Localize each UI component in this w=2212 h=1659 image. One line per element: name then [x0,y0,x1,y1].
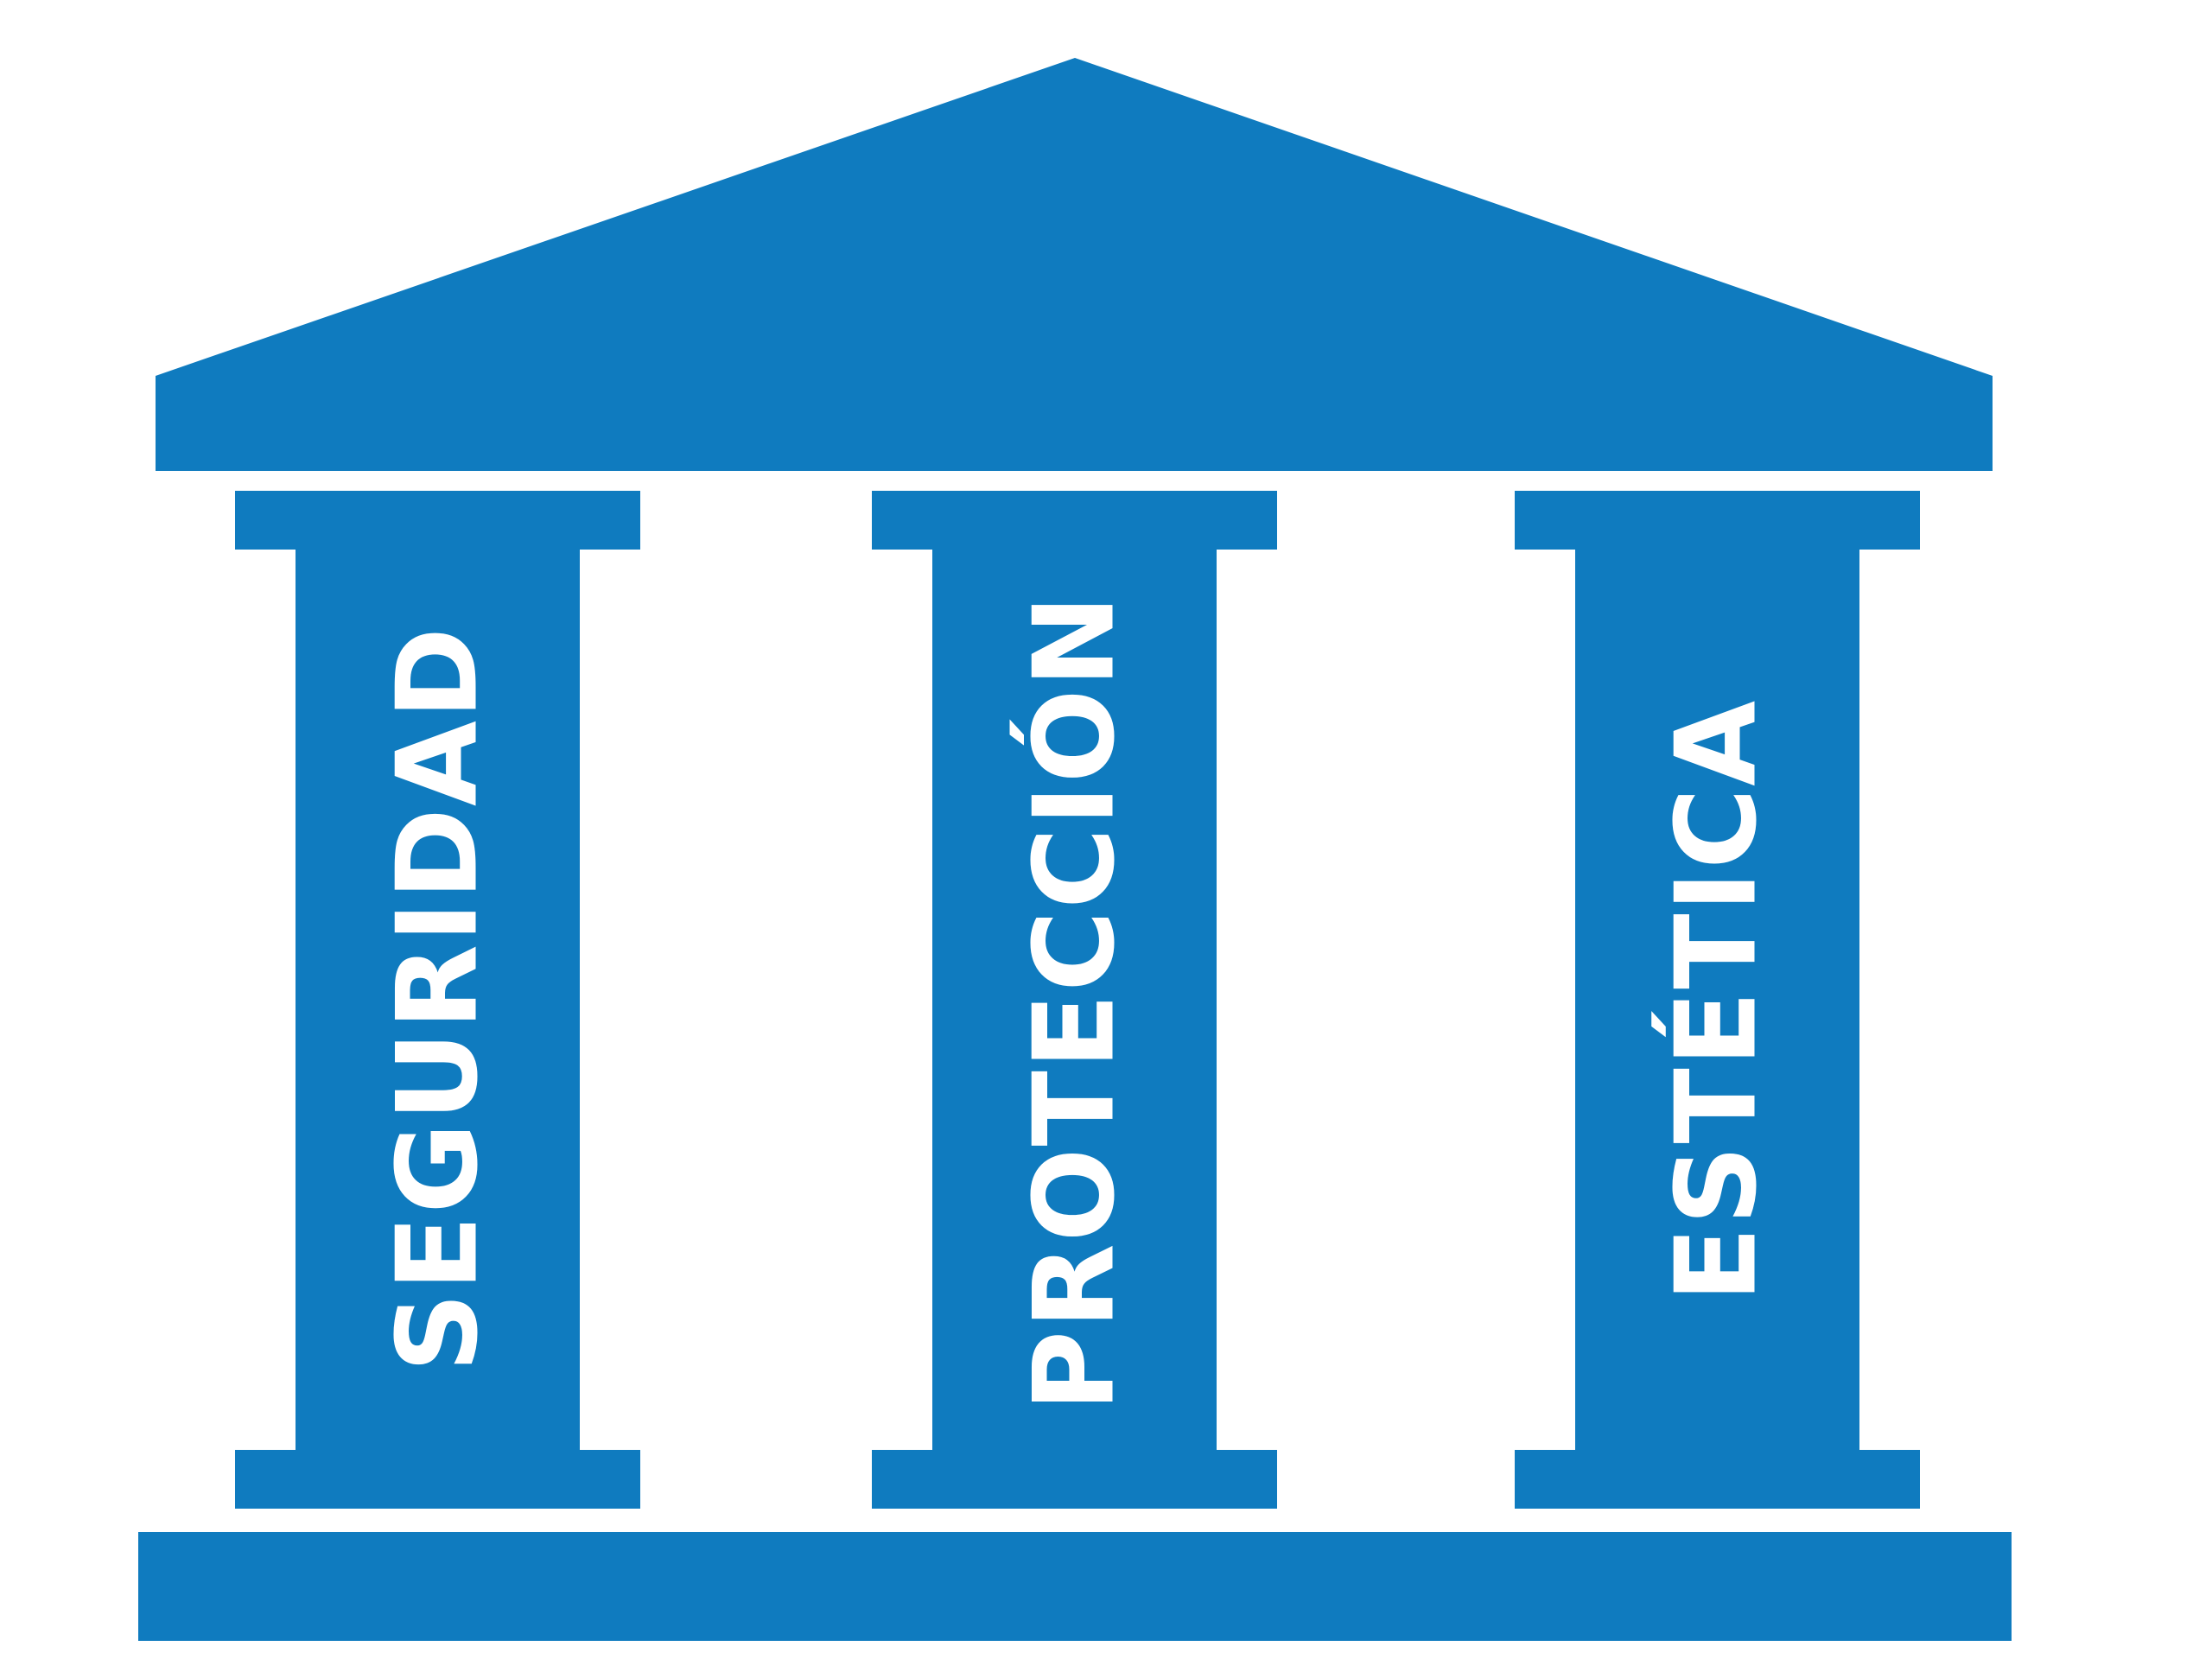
pillar-seguridad: SEGURIDAD [235,491,640,1509]
pillar-capital [235,491,640,550]
pillar-capital [872,491,1277,550]
pillar-label-estetica: ESTÉTICA [1652,699,1782,1302]
pillar-shaft [1575,550,1859,1452]
pillar-label-seguridad: SEGURIDAD [374,626,503,1372]
pillar-base [235,1450,640,1509]
pillar-label-proteccion: PROTECCIÓN [1010,593,1140,1411]
pillar-shaft [296,550,580,1452]
pillar-capital [1515,491,1920,550]
pillar-base [872,1450,1277,1509]
pillar-base [1515,1450,1920,1509]
pillar-estetica: ESTÉTICA [1515,491,1920,1509]
temple-foundation [138,1532,2012,1641]
pillar-proteccion: PROTECCIÓN [872,491,1277,1509]
pillar-shaft [932,550,1217,1452]
temple-roof [156,58,1993,471]
